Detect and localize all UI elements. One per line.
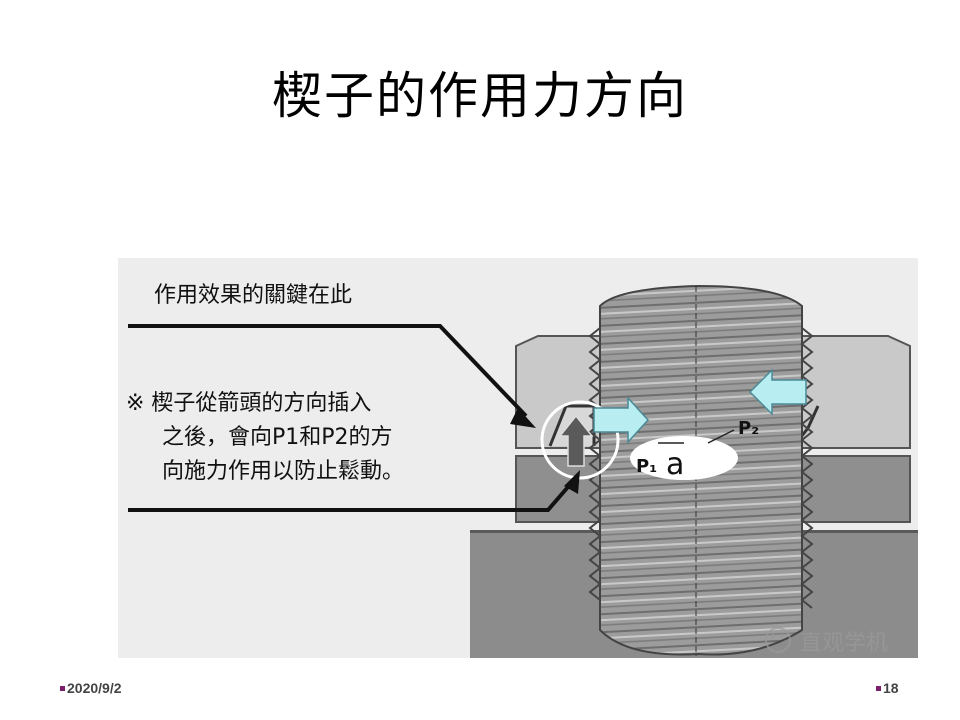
highlight-circle (540, 400, 620, 480)
footer-date: 2020/9/2 (60, 680, 122, 696)
callout-line-top (128, 324, 528, 418)
callout-top-text: 作用效果的關鍵在此 (154, 283, 352, 308)
watermark: 直观学机 (765, 627, 888, 656)
watermark-text: 直观学机 (800, 631, 888, 656)
slide-title: 楔子的作用力方向 (272, 67, 688, 125)
label-spot (630, 436, 738, 480)
p2-indicator (707, 429, 735, 444)
callout-arrowhead-top (510, 408, 536, 428)
note-line-1: ※ 楔子從箭頭的方向插入 (126, 391, 371, 416)
force-arrow-p1 (593, 396, 650, 444)
label-p2: P₂ (738, 418, 759, 439)
insertion-arrow (558, 414, 594, 467)
note-line-3: 向施力作用以防止鬆動。 (162, 459, 404, 484)
date-text: 2020/9/2 (67, 680, 122, 696)
label-a: a (666, 447, 684, 482)
bolt-wedge-diagram: P₁ a P₂ 作用效果的關鍵在此 ※ 楔子從箭頭的方向插入 之後，會向P1和P… (118, 258, 918, 658)
callout-line-bottom (128, 478, 576, 512)
page-number-text: 18 (883, 680, 899, 696)
bullet-square-icon (60, 685, 65, 691)
label-p1: P₁ (636, 456, 657, 477)
force-arrow-p2 (748, 368, 807, 416)
footer-page-number: 18 (876, 680, 899, 696)
note-line-2: 之後，會向P1和P2的方 (162, 425, 393, 450)
bullet-square-icon (876, 685, 881, 691)
callout-arrowhead-bottom (564, 470, 580, 494)
